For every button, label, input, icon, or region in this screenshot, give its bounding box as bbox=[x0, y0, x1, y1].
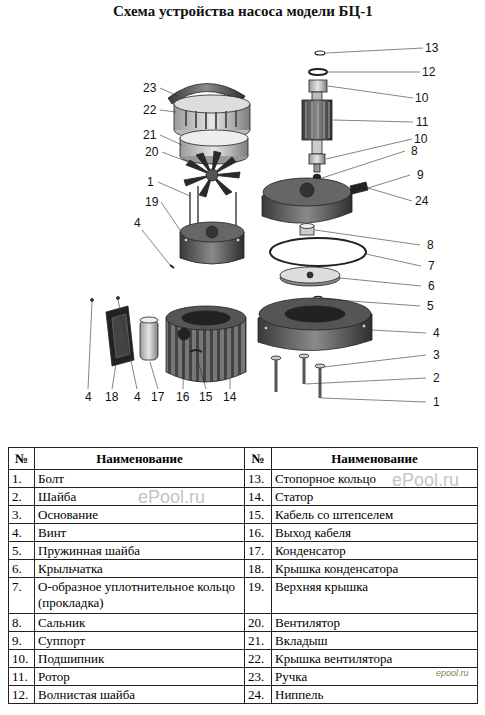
title: Схема устройства насоса модели БЦ-1 bbox=[113, 3, 373, 20]
callout-number: 1 bbox=[433, 395, 440, 409]
table-cell: 17. bbox=[244, 541, 272, 560]
callout-number: 21 bbox=[143, 128, 156, 142]
callout-number: 2 bbox=[433, 371, 440, 385]
callout-number: 10 bbox=[414, 132, 427, 146]
table-cell: Ротор bbox=[34, 667, 245, 686]
table-header: Наименование bbox=[34, 447, 245, 470]
table-cell: Пружинная шайба bbox=[34, 541, 245, 560]
callout-number: 17 bbox=[151, 390, 164, 404]
table-cell: Выход кабеля bbox=[271, 523, 478, 542]
callout-number: 8 bbox=[411, 144, 418, 158]
table-cell: 22. bbox=[244, 649, 272, 668]
table-cell: 4. bbox=[8, 523, 35, 542]
table-cell: Суппорт bbox=[34, 631, 245, 650]
callout-number: 19 bbox=[145, 195, 158, 209]
callout-number: 14 bbox=[223, 390, 236, 404]
callout-number: 4 bbox=[85, 390, 92, 404]
table-cell: Болт bbox=[34, 469, 245, 488]
table-cell: 11. bbox=[8, 667, 35, 686]
table-cell: 10. bbox=[8, 649, 35, 668]
table-cell: 13. bbox=[244, 469, 272, 488]
callout-number: 12 bbox=[422, 65, 435, 79]
table-cell: Вентилятор bbox=[271, 613, 478, 632]
table-cell: Конденсатор bbox=[271, 541, 478, 560]
table-cell: Шайба bbox=[34, 487, 245, 506]
table-cell: Крышка вентилятора bbox=[271, 649, 478, 668]
table-cell: О-образное уплотнительное кольцо (прокла… bbox=[34, 577, 245, 614]
table-cell: 12. bbox=[8, 685, 35, 704]
table-cell: Подшипник bbox=[34, 649, 245, 668]
table-cell: Верхняя крышка bbox=[271, 577, 478, 614]
table-cell: Сальник bbox=[34, 613, 245, 632]
table-cell: 16. bbox=[244, 523, 272, 542]
callout-number: 11 bbox=[416, 115, 428, 129]
table-cell: 20. bbox=[244, 613, 272, 632]
callout-number: 24 bbox=[415, 194, 428, 208]
callout-number: 9 bbox=[417, 168, 424, 182]
callout-number: 16 bbox=[176, 390, 189, 404]
table-cell: 6. bbox=[8, 559, 35, 578]
table-cell: 5. bbox=[8, 541, 35, 560]
callout-number: 18 bbox=[105, 390, 118, 404]
site-logo: epool.ru bbox=[436, 668, 469, 678]
callout-number: 4 bbox=[134, 390, 141, 404]
table-cell: 15. bbox=[244, 505, 272, 524]
table-cell: Кабель со штепселем bbox=[271, 505, 478, 524]
callout-number: 5 bbox=[427, 299, 434, 313]
callout-number: 1 bbox=[147, 175, 154, 189]
table-cell: 2. bbox=[8, 487, 35, 506]
table-cell: 23. bbox=[244, 667, 272, 686]
callout-number: 3 bbox=[433, 348, 440, 362]
table-cell: Стопорное кольцо bbox=[271, 469, 478, 488]
table-cell: 9. bbox=[8, 631, 35, 650]
table-cell: Крышка конденсатора bbox=[271, 559, 478, 578]
callout-number: 8 bbox=[427, 238, 434, 252]
callout-number: 4 bbox=[433, 326, 440, 340]
table-cell: 21. bbox=[244, 631, 272, 650]
table-cell: Волнистая шайба bbox=[34, 685, 245, 704]
table-header: № bbox=[8, 447, 35, 470]
callout-number: 4 bbox=[134, 216, 141, 230]
table-cell: 18. bbox=[244, 559, 272, 578]
callout-number: 23 bbox=[143, 81, 156, 95]
callout-number: 7 bbox=[428, 259, 435, 273]
table-cell: 14. bbox=[244, 487, 272, 506]
callout-number: 10 bbox=[415, 91, 428, 105]
callout-number: 13 bbox=[425, 41, 438, 55]
callout-number: 22 bbox=[143, 103, 156, 117]
callout-number: 20 bbox=[145, 145, 158, 159]
table-cell: Винт bbox=[34, 523, 245, 542]
table-cell: 8. bbox=[8, 613, 35, 632]
callout-number: 6 bbox=[428, 279, 435, 293]
table-cell: 7. bbox=[8, 577, 35, 614]
table-cell: Вкладыш bbox=[271, 631, 478, 650]
table-cell: 3. bbox=[8, 505, 35, 524]
callout-number: 15 bbox=[199, 390, 212, 404]
table-cell: Ниппель bbox=[271, 685, 478, 704]
table-cell: 24. bbox=[244, 685, 272, 704]
table-cell: Основание bbox=[34, 505, 245, 524]
table-header: № bbox=[244, 447, 272, 470]
table-cell: Крыльчатка bbox=[34, 559, 245, 578]
table-cell: Статор bbox=[271, 487, 478, 506]
table-header: Наименование bbox=[271, 447, 478, 470]
table-cell: 19. bbox=[244, 577, 272, 614]
table-cell: 1. bbox=[8, 469, 35, 488]
